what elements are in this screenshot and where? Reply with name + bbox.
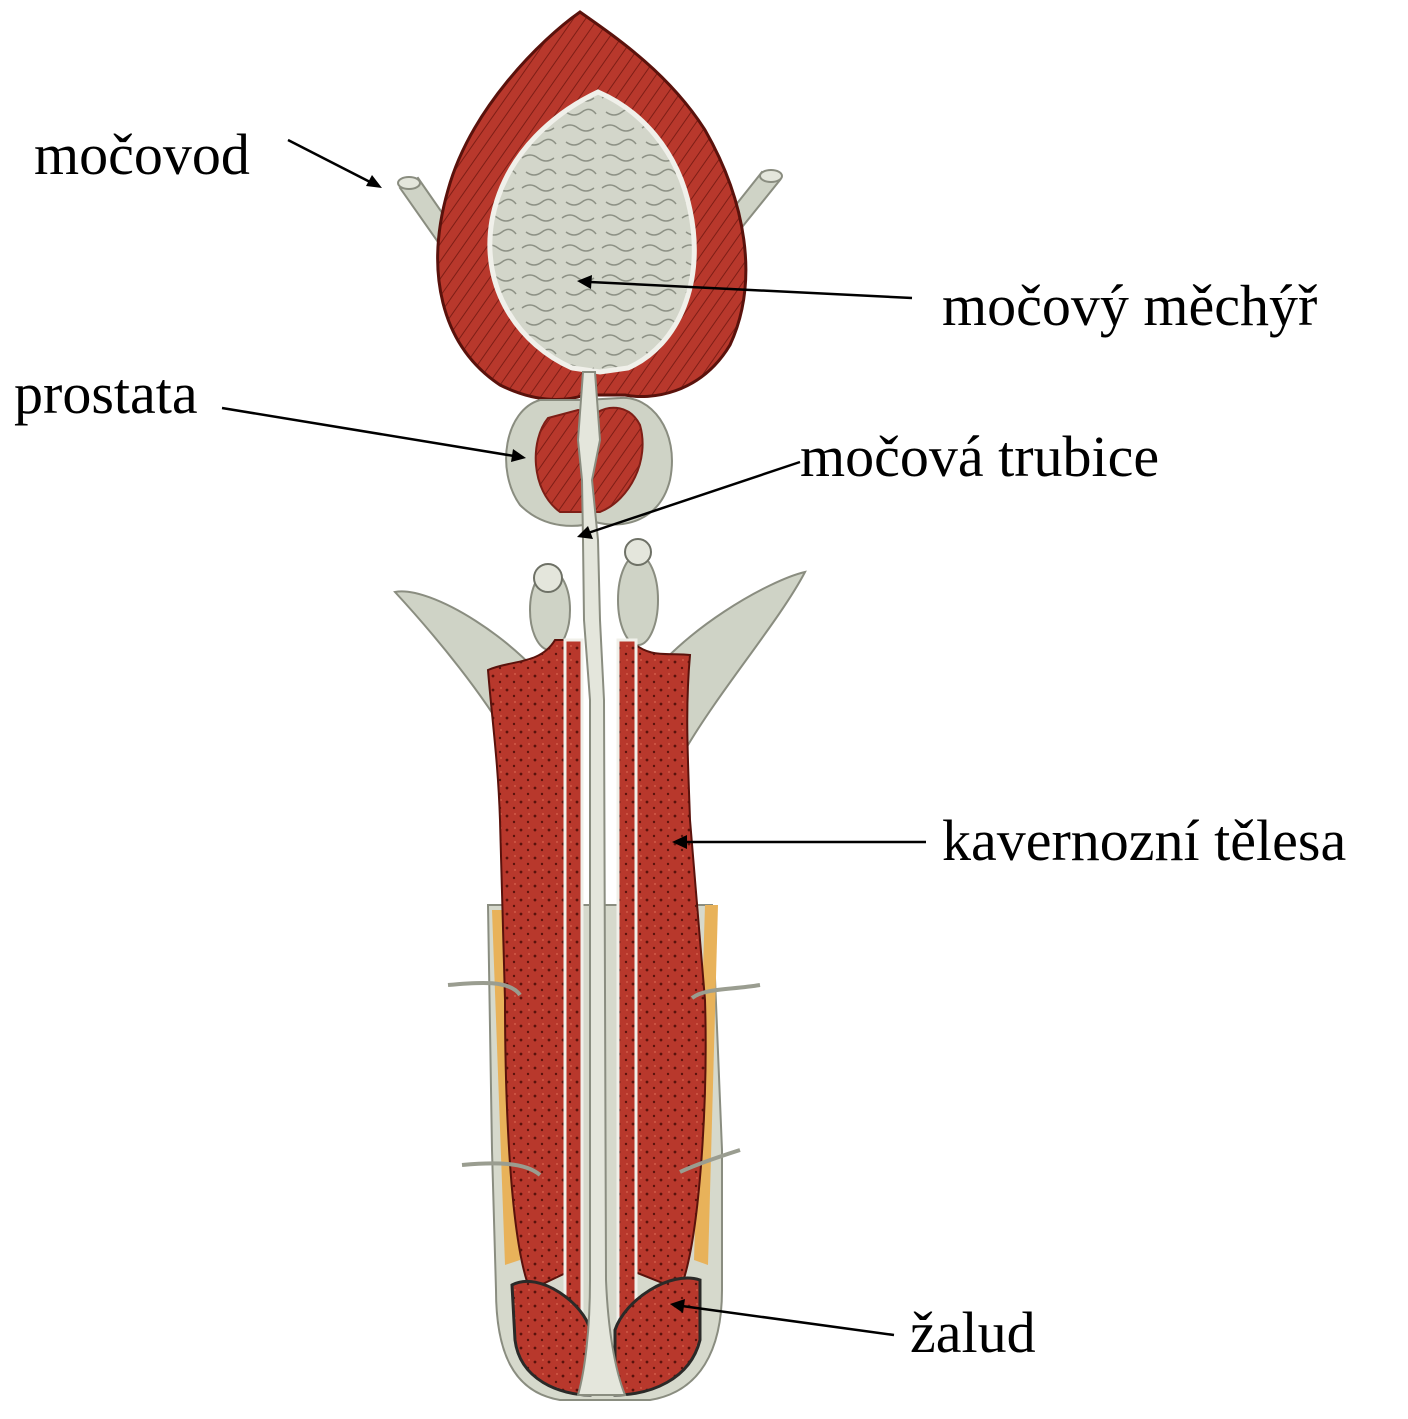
spongiosum-right bbox=[618, 640, 636, 1330]
spongiosum-left bbox=[565, 640, 582, 1330]
label-prostate: prostata bbox=[14, 365, 198, 423]
label-ureter: močovod bbox=[34, 126, 250, 184]
gland-knot-left bbox=[534, 564, 562, 592]
gland-knot-right bbox=[625, 539, 651, 565]
pointer-prostate bbox=[222, 408, 526, 462]
corpus-cavernosum-right bbox=[628, 640, 706, 1290]
label-corpora-cavernosa: kavernozní tělesa bbox=[942, 812, 1346, 870]
gland-right bbox=[618, 555, 658, 645]
label-bladder: močový měchýř bbox=[942, 277, 1317, 335]
pointer-corpora bbox=[672, 835, 926, 849]
pointer-ureter bbox=[288, 140, 382, 188]
label-urethra: močová trubice bbox=[800, 428, 1159, 486]
label-glans: žalud bbox=[910, 1304, 1036, 1362]
